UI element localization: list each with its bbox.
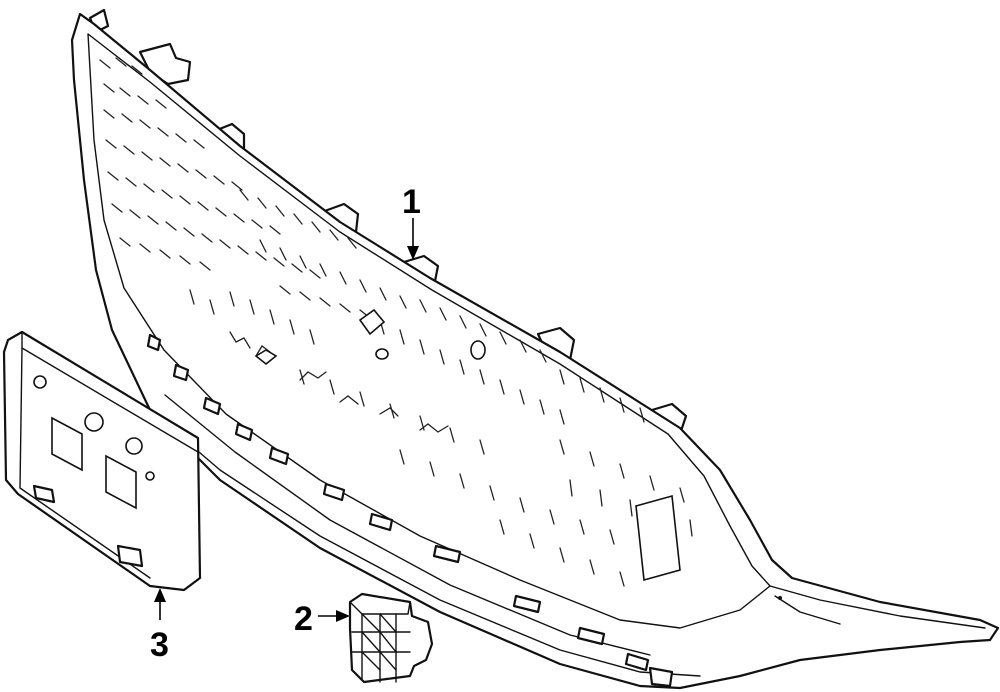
grille-body: [70, 12, 1000, 690]
callout-label-1: 1: [402, 183, 421, 221]
callout-label-3: 3: [150, 626, 169, 664]
grille-emblem-mount: [635, 494, 681, 582]
grille-inner-border: [87, 33, 771, 629]
license-bracket-part[interactable]: [2, 330, 202, 592]
small-bracket-part[interactable]: [348, 592, 434, 684]
callout-1: [407, 218, 419, 260]
callout-3: [154, 588, 166, 620]
grille-mesh-pattern: [99, 57, 693, 587]
grille-part[interactable]: [70, 8, 1000, 690]
callout-label-2: 2: [294, 600, 313, 638]
grille-bottom-clips: [146, 333, 674, 688]
callout-2: [318, 610, 350, 622]
